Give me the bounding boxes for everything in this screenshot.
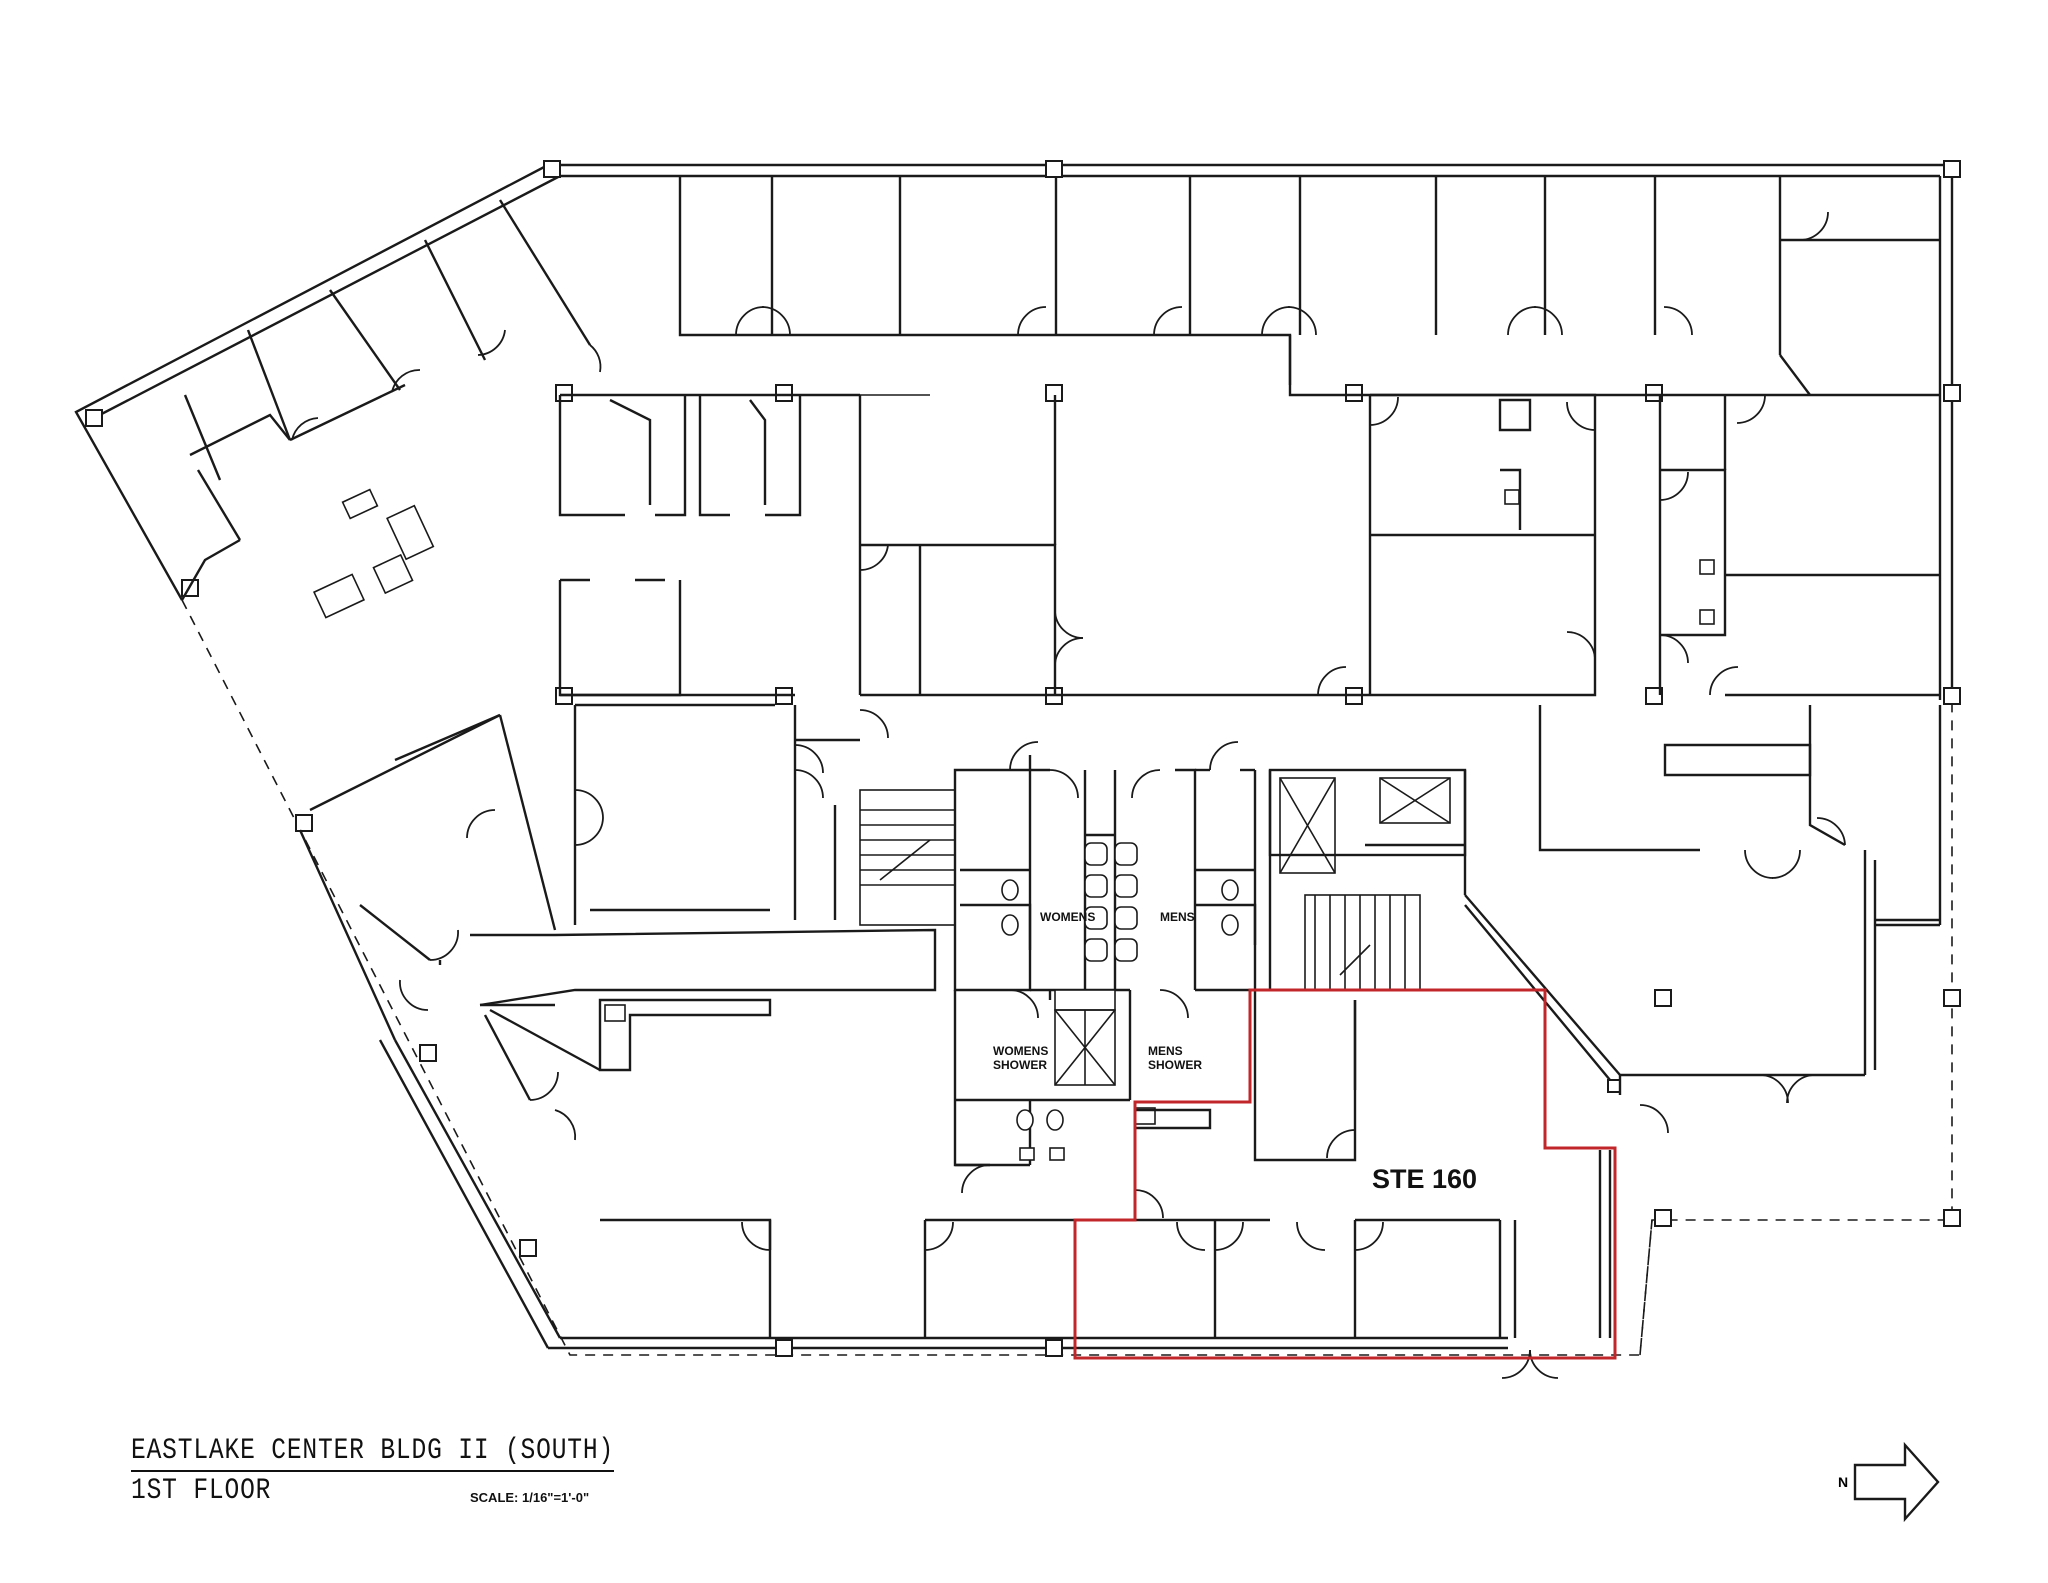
mens-shower-label-1: MENS [1148,1044,1183,1058]
womens-label: WOMENS [1040,910,1095,924]
restroom-labels: WOMENS MENS WOMENS SHOWER MENS SHOWER [993,910,1202,1072]
kitchenette-sw [483,998,772,1141]
structural-columns [85,160,1961,1357]
suite-160-boundary [1073,988,1617,1360]
west-middle-rooms [298,578,889,1041]
northeast-rooms [1369,393,1940,697]
elevators-stair [1268,768,1467,991]
north-doors [735,211,1829,336]
stair-west [794,769,956,926]
mens-label: MENS [1160,910,1195,924]
northwest-offices [180,199,602,601]
kitchenette-nw [312,488,435,619]
west-corridor [359,904,937,1011]
mens-shower-label-2: SHOWER [1148,1058,1202,1072]
womens-shower-label-2: SHOWER [993,1058,1047,1072]
building-title: EASTLAKE CENTER BLDG II (SOUTH) [131,1434,615,1468]
scale-note: SCALE: 1/16"=1'-0" [470,1490,590,1505]
east-open-area [1464,705,1942,1134]
north-label: N [1838,1474,1848,1490]
central-upper-rooms [558,393,1372,697]
dashed-outline [181,599,1953,1356]
restroom-fixtures [1001,842,1239,1161]
title-underline [131,1470,614,1472]
suite-label: STE 160 [1372,1164,1477,1194]
north-offices [678,176,1942,700]
floor-title: 1ST FLOOR [131,1474,272,1508]
north-arrow-icon: N [1838,1441,1940,1523]
restroom-core [953,741,1257,1219]
womens-shower-label-1: WOMENS [993,1044,1048,1058]
